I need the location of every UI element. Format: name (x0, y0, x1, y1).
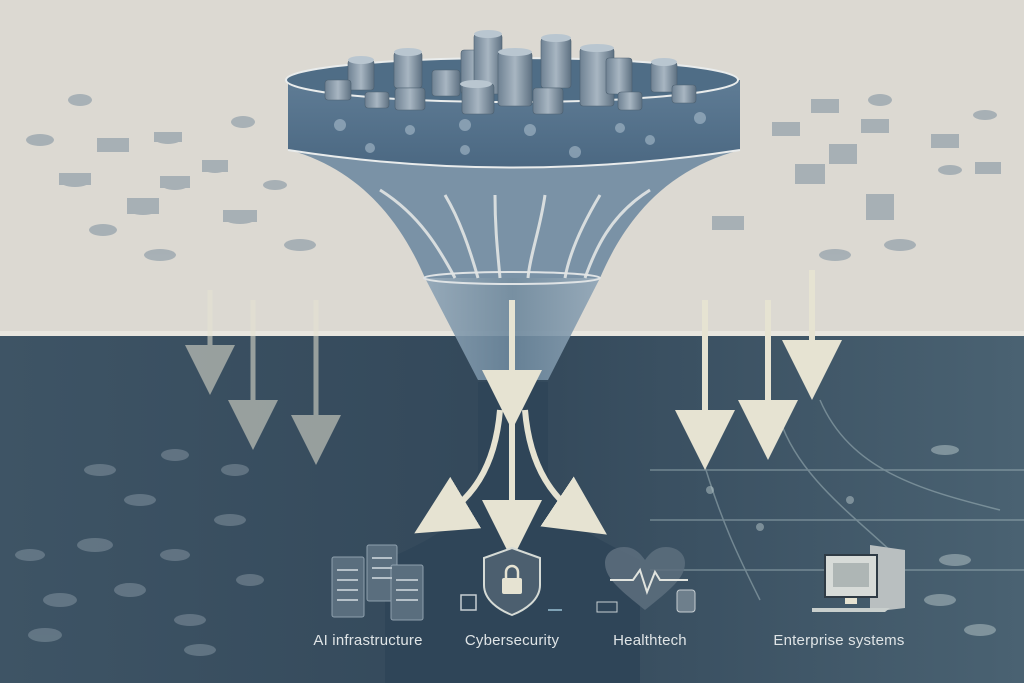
funnel-flare (290, 150, 740, 278)
heart-pulse-icon (596, 547, 696, 613)
outflow-arrows (414, 300, 607, 560)
sector-label-enterprise-systems: Enterprise systems (773, 632, 905, 649)
sector-label-healthtech: Healthtech (613, 632, 687, 649)
shield-lock-icon (460, 546, 562, 617)
computer-terminal-icon (812, 545, 905, 612)
sector-label-ai-infrastructure: AI infrastructure (313, 632, 423, 649)
sector-label-cybersecurity: Cybersecurity (464, 632, 560, 649)
inflow-arrows-right (675, 270, 842, 470)
inflow-arrows-left (185, 290, 341, 465)
data-coins-bottom-left (15, 449, 264, 656)
scattered-coins-left (26, 94, 316, 261)
server-racks-icon (331, 544, 424, 621)
coin-stacks (324, 33, 697, 115)
scattered-coins-right (712, 94, 1001, 261)
